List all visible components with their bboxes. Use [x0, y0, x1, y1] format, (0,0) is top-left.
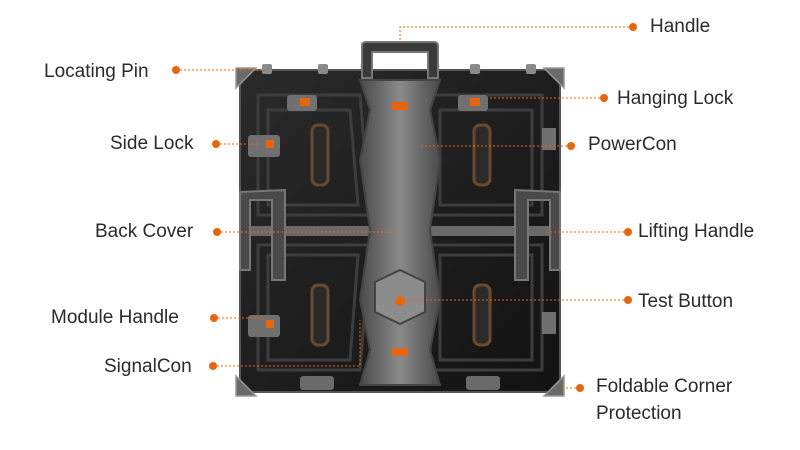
cabinet-body [236, 42, 564, 396]
leader-dot-hanging-lock [600, 94, 608, 102]
leader-dot-side-lock [212, 140, 220, 148]
hanging-lock-accent-left [300, 98, 310, 106]
powercon-connector-icon [392, 102, 408, 110]
central-spine [360, 80, 440, 385]
leader-dot-locating-pin [172, 66, 180, 74]
leader-dot-handle [629, 23, 637, 31]
side-latch-right-lower [542, 312, 556, 334]
callout-powercon: PowerCon [588, 134, 677, 156]
hanging-lock-accent-right [470, 98, 480, 106]
leader-handle [400, 27, 633, 42]
callout-test-button: Test Button [638, 291, 733, 313]
leader-dot-signalcon [209, 362, 217, 370]
test-button-icon[interactable] [395, 296, 405, 306]
callout-foldable-corner-protection: Foldable Corner Protection [596, 373, 766, 427]
callout-signalcon: SignalCon [104, 356, 192, 378]
leader-dot-back-cover [213, 228, 221, 236]
leader-dot-test-button [624, 296, 632, 304]
leader-dot-foldable [576, 384, 584, 392]
signalcon-connector-icon [392, 348, 408, 356]
callout-locating-pin: Locating Pin [44, 61, 149, 83]
callout-module-handle: Module Handle [51, 307, 179, 329]
side-lock-accent-lower [266, 320, 274, 328]
callout-handle: Handle [650, 16, 710, 38]
side-latch-right-upper [542, 128, 556, 150]
leader-dot-module-handle [210, 314, 218, 322]
leader-dot-powercon [567, 142, 575, 150]
side-lock-upper[interactable] [248, 135, 280, 157]
callout-back-cover: Back Cover [95, 221, 193, 243]
callout-side-lock: Side Lock [110, 133, 193, 155]
callout-lifting-handle: Lifting Handle [638, 221, 754, 243]
leader-dot-lifting-handle [624, 228, 632, 236]
side-lock-accent-upper [266, 140, 274, 148]
callout-hanging-lock: Hanging Lock [617, 88, 733, 110]
